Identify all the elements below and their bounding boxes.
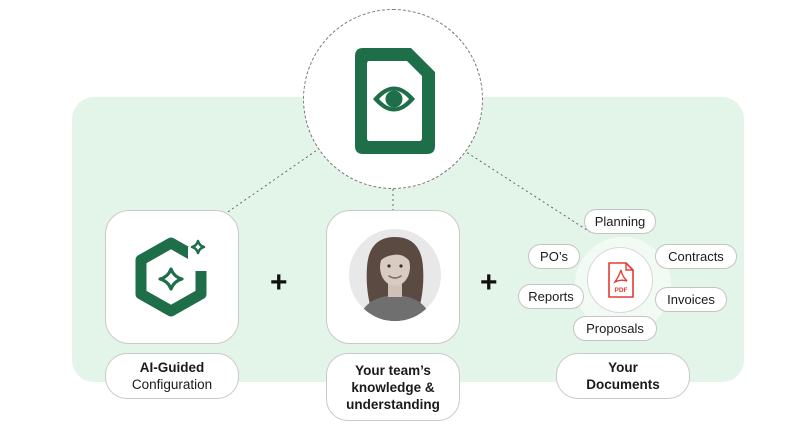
ai-guided-card <box>105 210 239 344</box>
tag-proposals: Proposals <box>573 316 657 341</box>
document-eye-icon <box>355 48 435 154</box>
ai-guided-label: AI-Guided Configuration <box>105 353 239 399</box>
tag-contracts: Contracts <box>655 244 737 269</box>
tag-pos: PO’s <box>528 244 580 269</box>
team-label: Your team’s knowledge & understanding <box>326 353 460 421</box>
team-card <box>326 210 460 344</box>
team-label-line1: Your team’s <box>355 363 431 378</box>
documents-label: Your Documents <box>556 353 690 399</box>
tag-invoices: Invoices <box>655 287 727 312</box>
team-label-line3: understanding <box>346 397 440 412</box>
connector-docs <box>462 149 591 233</box>
tag-planning: Planning <box>584 209 656 234</box>
hub-circle <box>303 9 483 189</box>
tag-reports: Reports <box>518 284 584 309</box>
pdf-badge-label: PDF <box>615 287 628 294</box>
plus-operator-2: + <box>480 266 498 299</box>
person-avatar <box>349 229 441 321</box>
connector-ai <box>221 147 321 217</box>
ai-label-line2: Configuration <box>131 377 213 392</box>
hexagon-sparkle-icon <box>135 237 214 317</box>
team-label-line2: knowledge & <box>351 380 435 395</box>
pdf-circle: PDF <box>587 247 653 313</box>
docs-label-line2: Documents <box>586 377 660 392</box>
ai-label-line1: AI-Guided <box>139 360 205 375</box>
docs-label-line1: Your <box>608 360 638 375</box>
pdf-file-icon: PDF <box>608 262 634 298</box>
plus-operator-1: + <box>270 266 288 299</box>
